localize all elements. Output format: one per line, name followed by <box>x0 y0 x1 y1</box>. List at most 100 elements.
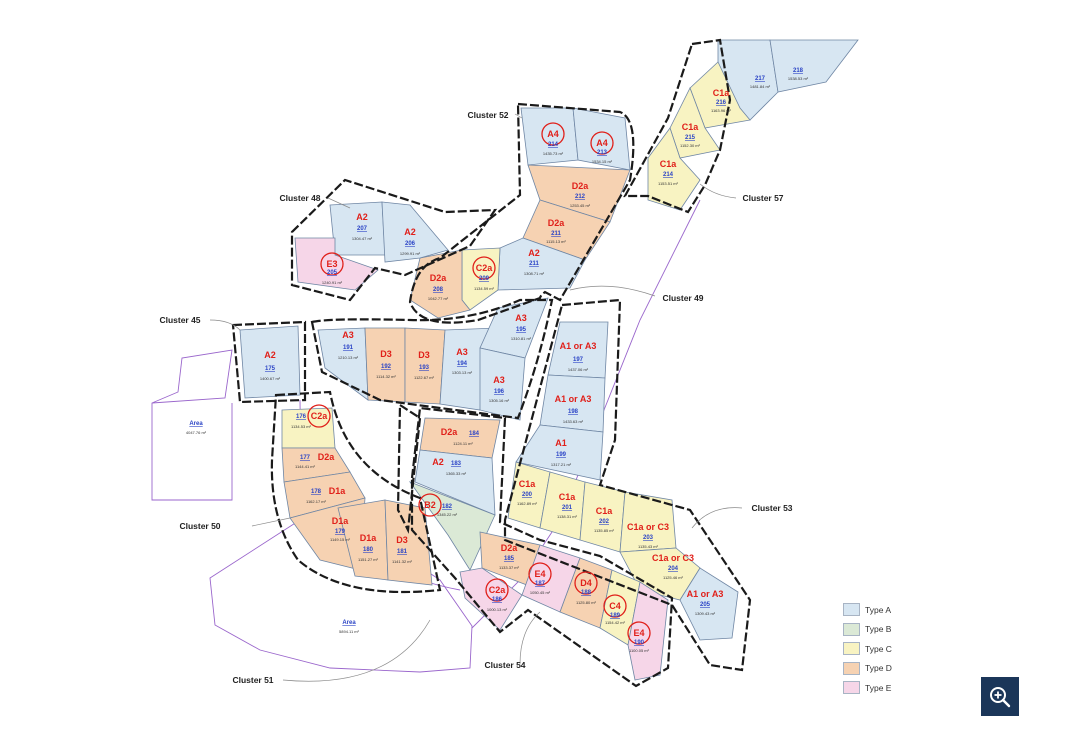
svg-text:185: 185 <box>504 556 515 562</box>
cluster-57-boundary <box>623 38 732 214</box>
svg-text:C1a or C3: C1a or C3 <box>652 553 694 563</box>
lot-205[interactable] <box>294 237 379 291</box>
svg-text:1042.77 m²: 1042.77 m² <box>428 296 449 301</box>
svg-text:D2a: D2a <box>430 273 448 283</box>
svg-text:1100.05 m²: 1100.05 m² <box>629 648 650 653</box>
svg-text:1308.71 m²: 1308.71 m² <box>524 271 545 276</box>
svg-text:D4: D4 <box>580 578 592 588</box>
leader-cluster-57 <box>699 183 737 199</box>
svg-text:1210.13 m²: 1210.13 m² <box>338 355 359 360</box>
svg-text:D1a: D1a <box>332 516 350 526</box>
svg-text:187: 187 <box>535 581 546 587</box>
lot-196[interactable] <box>479 347 526 421</box>
legend-label: Type E <box>865 682 892 693</box>
svg-text:D1a: D1a <box>360 533 378 543</box>
svg-text:181: 181 <box>397 549 408 555</box>
marker-circle-189 <box>603 594 627 618</box>
svg-text:188: 188 <box>581 590 592 596</box>
legend-swatch <box>843 661 860 675</box>
leader-cluster-50 <box>251 517 291 527</box>
svg-text:1134.53 m²: 1134.53 m² <box>291 424 312 429</box>
svg-text:193: 193 <box>419 365 430 371</box>
svg-text:1138.31 m²: 1138.31 m² <box>557 514 578 519</box>
svg-text:D3: D3 <box>396 535 408 545</box>
svg-text:1134.59 m²: 1134.59 m² <box>474 286 495 291</box>
svg-text:C2a: C2a <box>489 585 507 595</box>
svg-text:D3: D3 <box>380 349 392 359</box>
svg-text:1538.53 m²: 1538.53 m² <box>788 76 809 81</box>
svg-text:196: 196 <box>494 389 505 395</box>
legend-item-type-e: Type E <box>843 678 892 698</box>
svg-text:1163.96 m²: 1163.96 m² <box>711 108 732 113</box>
svg-text:1125.46 m²: 1125.46 m² <box>663 575 684 580</box>
cluster-45-boundary <box>231 320 307 404</box>
area-boundary-west <box>151 349 233 501</box>
svg-text:C4: C4 <box>609 601 621 611</box>
svg-text:1304.47 m²: 1304.47 m² <box>352 236 373 241</box>
marker-circle-190 <box>627 621 651 645</box>
svg-text:1114.32 m²: 1114.32 m² <box>376 374 396 379</box>
cluster-45-label: Cluster 45 <box>159 315 200 325</box>
marker-circle-214b <box>541 122 565 146</box>
lot-218[interactable] <box>769 39 859 93</box>
svg-text:D2a: D2a <box>441 427 459 437</box>
svg-text:207: 207 <box>357 226 368 232</box>
svg-text:C1a: C1a <box>682 122 700 132</box>
svg-text:1153.51 m²: 1153.51 m² <box>658 181 679 186</box>
svg-text:218: 218 <box>793 68 804 74</box>
legend-swatch <box>843 603 860 617</box>
svg-text:211: 211 <box>529 261 539 267</box>
svg-text:A2: A2 <box>528 248 540 258</box>
svg-text:1122.67 m²: 1122.67 m² <box>414 375 435 380</box>
lot-214[interactable] <box>647 127 701 211</box>
lot-206[interactable] <box>381 201 449 263</box>
svg-text:C2a: C2a <box>311 411 329 421</box>
svg-text:D2a: D2a <box>318 452 336 462</box>
lot-190[interactable] <box>627 581 669 681</box>
svg-text:1253.45 m²: 1253.45 m² <box>570 203 591 208</box>
lot-181[interactable] <box>384 499 433 586</box>
svg-text:177: 177 <box>300 455 311 461</box>
lot-175[interactable] <box>239 325 301 399</box>
leader-cluster-51 <box>282 619 431 682</box>
lot-210[interactable] <box>497 237 586 291</box>
svg-text:215: 215 <box>685 135 696 141</box>
svg-text:214: 214 <box>663 172 674 178</box>
legend-item-type-b: Type B <box>843 620 892 640</box>
legend-item-type-c: Type C <box>843 639 892 659</box>
zoom-in-icon <box>990 686 1011 707</box>
svg-text:197: 197 <box>573 357 584 363</box>
lot-205b[interactable] <box>679 567 739 641</box>
leader-cluster-54 <box>519 611 541 665</box>
svg-text:189: 189 <box>610 613 621 619</box>
lot-label-218: 218 1538.53 m² <box>788 68 809 81</box>
svg-text:1433.63 m²: 1433.63 m² <box>563 419 584 424</box>
zoom-in-button[interactable] <box>981 677 1019 716</box>
svg-text:A3: A3 <box>493 375 505 385</box>
marker-circle-188 <box>574 571 598 595</box>
svg-text:1162.89 m²: 1162.89 m² <box>517 501 538 506</box>
legend-label: Type D <box>865 663 892 674</box>
svg-text:201: 201 <box>562 505 573 511</box>
svg-text:C1a: C1a <box>713 88 731 98</box>
svg-text:1151.27 m²: 1151.27 m² <box>358 557 379 562</box>
lot-202[interactable] <box>579 481 626 553</box>
svg-text:B2: B2 <box>424 500 436 510</box>
svg-text:186: 186 <box>492 597 503 603</box>
